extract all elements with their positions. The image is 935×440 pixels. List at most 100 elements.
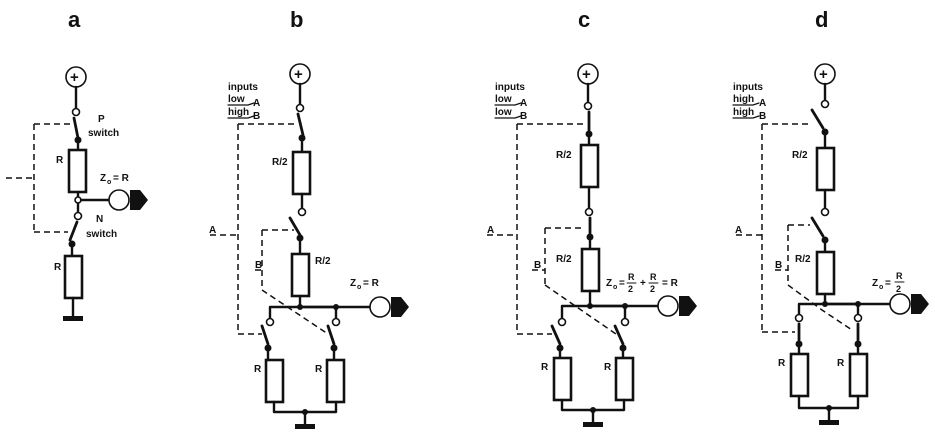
panel-c-input-a-name: A: [520, 98, 527, 109]
panel-c-line-b: [532, 227, 617, 335]
panel-a-output-arrow-icon: [130, 190, 148, 210]
panel-d-zout-eq1: =: [885, 278, 891, 289]
panel-a-resistor-top: [67, 148, 88, 194]
panel-d-output-arrow-icon: [911, 294, 929, 314]
panel-b-resistor-left-label: R: [254, 364, 262, 375]
panel-c-zout-eq3: = R: [662, 278, 679, 289]
panel-b-resistor-middle-label: R/2: [315, 256, 331, 267]
panel-d-resistor-upper-label: R/2: [792, 150, 808, 161]
panel-a-output-terminal: [108, 189, 130, 211]
panel-c-plus-symbol: +: [582, 66, 591, 83]
panel-d-b-label: B: [775, 260, 782, 271]
panel-a-n-label: N: [96, 214, 103, 225]
panel-a: a + P switch R Z o = R N switch R: [6, 7, 148, 321]
panel-a-plus-symbol: +: [70, 69, 79, 86]
panel-d-line-a: [736, 123, 812, 333]
panel-b-letter: b: [290, 7, 303, 32]
panel-a-zout-label: Z: [100, 173, 106, 184]
panel-b-resistor-middle: [290, 252, 311, 298]
panel-c-resistor-right: [614, 356, 635, 402]
panel-d-input-b-name: B: [759, 111, 766, 122]
panel-d-input-b-state: high: [733, 107, 754, 118]
panel-a-resistor-top-label: R: [56, 155, 64, 166]
panel-c-zout-sub: o: [613, 284, 617, 291]
panel-a-p-label: P: [98, 114, 105, 125]
panel-b: b inputs low A high B + R/2 R/2 Z o = R: [209, 7, 409, 429]
panel-a-n-switch: [68, 220, 79, 242]
panel-d-resistor-right-label: R: [837, 358, 845, 369]
panel-a-p-switch: [72, 116, 80, 140]
panel-b-output-arrow-icon: [391, 297, 409, 317]
panel-a-control-line: [6, 123, 72, 233]
panel-c-output-arrow-icon: [679, 296, 697, 316]
panel-d-frac-num: R: [896, 271, 903, 281]
panel-d-resistor-left: [789, 352, 810, 398]
panel-c-frac1-num: R: [628, 272, 635, 282]
panel-d-a-label: A: [735, 225, 742, 236]
panel-c-resistor-middle-label: R/2: [556, 254, 572, 265]
panel-d-frac-den: 2: [896, 284, 901, 294]
panel-d-input-a-name: A: [759, 98, 766, 109]
panel-c-frac2-num: R: [650, 272, 657, 282]
panel-a-supply: +: [65, 66, 87, 88]
panel-b-resistor-right-label: R: [315, 364, 323, 375]
panel-c-resistor-upper: [579, 143, 600, 189]
panel-b-plus-symbol: +: [294, 66, 303, 83]
panel-c-letter: c: [578, 7, 590, 32]
panel-a-zout-value: = R: [113, 173, 130, 184]
panel-d-zout-sub: o: [879, 284, 883, 291]
panel-d-ground-icon: [819, 420, 839, 425]
panel-c-input-b-state: low: [495, 107, 512, 118]
panel-d-inputs-label: inputs: [733, 82, 763, 93]
panel-c-input-b-name: B: [520, 111, 527, 122]
panel-b-inputs-label: inputs: [228, 82, 258, 93]
panel-c-zout-eq2: +: [640, 278, 646, 289]
panel-c-ground-icon: [583, 422, 603, 427]
panel-b-zout-value: = R: [363, 278, 380, 289]
panel-b-a-label: A: [209, 225, 216, 236]
panel-d-resistor-right: [848, 352, 869, 398]
panel-b-input-b-state: high: [228, 107, 249, 118]
panel-a-n-switch-label: switch: [86, 229, 117, 240]
panel-b-resistor-upper-label: R/2: [272, 157, 288, 168]
panel-c-a-label: A: [487, 225, 494, 236]
panel-c-frac1-den: 2: [628, 284, 633, 294]
panel-b-line-a: [210, 123, 296, 335]
panel-b-b-label: B: [255, 260, 262, 271]
panel-a-p-switch-label: switch: [88, 128, 119, 139]
panel-a-resistor-bottom-label: R: [54, 262, 62, 273]
panel-b-input-a-name: A: [253, 98, 260, 109]
panel-b-zout-label: Z: [350, 278, 356, 289]
panel-a-ground-icon: [63, 316, 83, 321]
panel-c-input-a-state: low: [495, 94, 512, 105]
panel-b-resistor-left: [264, 358, 285, 404]
panel-d-resistor-middle-label: R/2: [795, 254, 811, 265]
panel-c-zout-label: Z: [606, 278, 612, 289]
panel-b-resistor-upper: [291, 150, 312, 196]
panel-c-zout-eq1: =: [619, 278, 625, 289]
panel-c-inputs-label: inputs: [495, 82, 525, 93]
panel-d: d inputs high A high B + R/2 R/2 Z o = R…: [732, 7, 929, 425]
panel-c: c inputs low A low B + R/2 R/2 Z o = R 2: [487, 7, 697, 427]
panel-a-zout-sub: o: [107, 179, 111, 186]
panel-c-line-a: [487, 123, 584, 335]
panel-b-input-a-state: low: [228, 94, 245, 105]
panel-b-ground-icon: [295, 424, 315, 429]
panel-c-resistor-upper-label: R/2: [556, 150, 572, 161]
panel-d-plus-symbol: +: [819, 66, 828, 83]
panel-b-zout-sub: o: [357, 284, 361, 291]
panel-d-input-a-state: high: [733, 94, 754, 105]
panel-d-resistor-middle: [815, 250, 836, 296]
panel-c-b-label: B: [534, 260, 541, 271]
panel-a-resistor-bottom: [63, 254, 84, 300]
panel-c-resistor-middle: [580, 247, 601, 293]
panel-c-resistor-right-label: R: [604, 362, 612, 373]
panel-d-letter: d: [815, 7, 828, 32]
panel-c-resistor-left: [552, 356, 573, 402]
panel-d-resistor-left-label: R: [778, 358, 786, 369]
panel-d-line-b: [775, 224, 853, 331]
panel-b-line-b: [255, 229, 329, 335]
panel-b-input-b-name: B: [253, 111, 260, 122]
